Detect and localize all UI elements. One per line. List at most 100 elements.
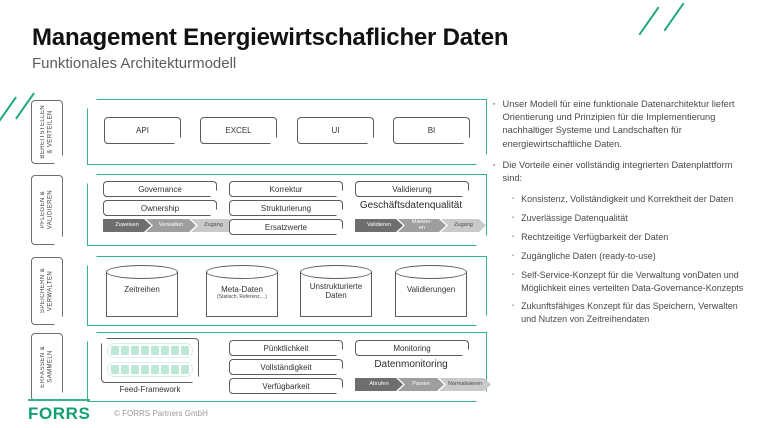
bullet-item: ▪ Die Vorteile einer vollständig integri… [493, 159, 751, 185]
box-ersatzwerte[interactable]: Ersatzwerte [229, 219, 343, 235]
box-governance[interactable]: Governance [103, 181, 217, 197]
box-label: Strukturierung [260, 203, 312, 213]
cylinder-body [106, 272, 178, 317]
forrs-logo: FORRS [28, 404, 91, 423]
cylinder-title: Validierungen [406, 285, 456, 294]
chevron-step[interactable]: Verwalten [146, 219, 196, 232]
feed-cell [161, 346, 169, 355]
bullet-marker-icon: ▪ [493, 161, 496, 169]
bullet-text: Die Vorteile einer vollständig integrier… [502, 159, 733, 184]
benefits-list: ▪ Unser Modell für eine funktionale Date… [493, 98, 751, 332]
chevron-row-zuweisen: Zuweisen Verwalten Zugang [103, 219, 236, 232]
chevron-label: Zuweisen [115, 221, 139, 228]
feed-cell [131, 365, 139, 374]
sub-bullet-text: Rechtzeitige Verfügbarkeit der Daten [521, 232, 669, 243]
feed-cell [161, 365, 169, 374]
page-title: Management Energiewirtschaflicher Daten [32, 24, 509, 51]
cylinder-zeitreihen[interactable]: Zeitreihen [106, 265, 178, 317]
cylinder-label: Zeitreihen [106, 285, 178, 295]
sub-bullet-item: ▪ Rechtzeitige Verfügbarkeit der Daten [512, 231, 751, 244]
box-ui[interactable]: UI [297, 117, 374, 144]
box-bi[interactable]: BI [393, 117, 470, 144]
feed-framework[interactable]: Feed-Framework [101, 338, 199, 394]
chevron-step[interactable]: Zugang [441, 219, 486, 232]
box-label: Governance [138, 184, 182, 194]
sub-bullet-text: Zukunftsfähiges Konzept für das Speicher… [521, 301, 738, 324]
box-label: Ownership [140, 203, 180, 213]
cylinder-body [300, 272, 372, 317]
sidebar-tab-erfassen[interactable]: ERFASSEN & SAMMELN [31, 333, 63, 401]
box-validierung[interactable]: Validierung [355, 181, 469, 197]
cylinder-validierungen[interactable]: Validierungen [395, 265, 467, 317]
sidebar-tab-pflegen[interactable]: PFLEGEN & VALIDIEREN [31, 175, 63, 245]
chevron-step[interactable]: Markier- en [398, 219, 446, 232]
box-strukturierung[interactable]: Strukturierung [229, 200, 343, 216]
cylinder-top [106, 265, 178, 279]
chevron-row-abrufen: Abrufen Parsen Normalisieren [355, 378, 491, 391]
cylinder-label: Meta-Daten(Statisch, Referenz,...) [206, 285, 278, 301]
box-verfuegbarkeit[interactable]: Verfügbarkeit [229, 378, 343, 394]
sidebar-tab-label: SPEICHERN & VERWALTEN [39, 268, 53, 314]
chevron-label: Validieren [366, 221, 392, 228]
feed-cell [141, 365, 149, 374]
bullet-marker-icon: ▪ [512, 303, 515, 310]
box-korrektur[interactable]: Korrektur [229, 181, 343, 197]
chevron-step[interactable]: Abrufen [355, 378, 403, 391]
sub-bullet-text: Konsistenz, Vollständigkeit und Korrekth… [521, 194, 734, 205]
chevron-row-validieren: Validieren Markier- en Zugang [355, 219, 486, 232]
cylinder-title: Meta-Daten [221, 285, 263, 294]
cylinder-meta-daten[interactable]: Meta-Daten(Statisch, Referenz,...) [206, 265, 278, 317]
sidebar-tab-speichern[interactable]: SPEICHERN & VERWALTEN [31, 257, 63, 325]
chevron-step[interactable]: Parsen [398, 378, 444, 391]
feed-cell [181, 346, 189, 355]
cylinder-title: Zeitreihen [124, 285, 160, 294]
box-ownership[interactable]: Ownership [103, 200, 217, 216]
decorative-slash-icon [663, 2, 685, 32]
caption-geschaeftsdatenqualitaet: Geschäftsdatenqualität [359, 200, 463, 211]
box-puenktlichkeit[interactable]: Pünktlichkeit [229, 340, 343, 356]
box-vollstaendigkeit[interactable]: Vollständigkeit [229, 359, 343, 375]
chevron-step[interactable]: Zuweisen [103, 219, 151, 232]
feed-cell [181, 365, 189, 374]
feed-band [107, 343, 193, 358]
box-label: Verfügbarkeit [262, 381, 310, 391]
sidebar-tab-bereitstellen[interactable]: BEREITSTELLEN & VERTEILEN [31, 100, 63, 164]
cylinder-top [395, 265, 467, 279]
box-monitoring[interactable]: Monitoring [355, 340, 469, 356]
feed-cell [151, 346, 159, 355]
feed-cell [111, 346, 119, 355]
sub-bullet-item: ▪ Zuverlässige Datenqualität [512, 212, 751, 225]
box-label: EXCEL [225, 126, 252, 135]
sub-bullet-text: Zuverlässige Datenqualität [521, 213, 628, 224]
cylinder-subtitle: (Statisch, Referenz,...) [217, 294, 267, 301]
cylinder-unstrukturierte-daten[interactable]: Unstrukturierte Daten [300, 265, 372, 317]
box-api[interactable]: API [104, 117, 181, 144]
sub-bullet-text: Self-Service-Konzept für die Verwaltung … [521, 270, 744, 293]
feed-cell [121, 365, 129, 374]
cylinder-title: Unstrukturierte Daten [309, 282, 363, 301]
feed-cell [171, 365, 179, 374]
box-label: BI [427, 126, 436, 135]
feed-cell [111, 365, 119, 374]
bullet-marker-icon: ▪ [493, 101, 496, 108]
box-excel[interactable]: EXCEL [200, 117, 277, 144]
bullet-item: ▪ Unser Modell für eine funktionale Date… [493, 98, 751, 151]
caption-datenmonitoring: Datenmonitoring [374, 359, 448, 370]
chevron-label: Zugang [204, 221, 223, 228]
chevron-step[interactable]: Zugang [191, 219, 236, 232]
chevron-step[interactable]: Normalisieren [439, 378, 491, 391]
chevron-label: Markier- en [411, 218, 433, 231]
sub-bullet-item: ▪ Zugängliche Daten (ready-to-use) [512, 250, 751, 263]
box-label: Korrektur [269, 184, 303, 194]
feed-cell [141, 346, 149, 355]
chevron-label: Parsen [412, 380, 430, 387]
bullet-marker-icon: ▪ [512, 215, 515, 222]
decorative-slash-icon [0, 96, 18, 124]
chevron-step[interactable]: Validieren [355, 219, 403, 232]
box-label: Ersatzwerte [264, 222, 308, 232]
feed-cell [171, 346, 179, 355]
box-label: API [136, 126, 149, 135]
sub-bullet-item: ▪ Zukunftsfähiges Konzept für das Speich… [512, 300, 751, 325]
bullet-marker-icon: ▪ [512, 234, 515, 241]
cylinder-body [206, 272, 278, 317]
